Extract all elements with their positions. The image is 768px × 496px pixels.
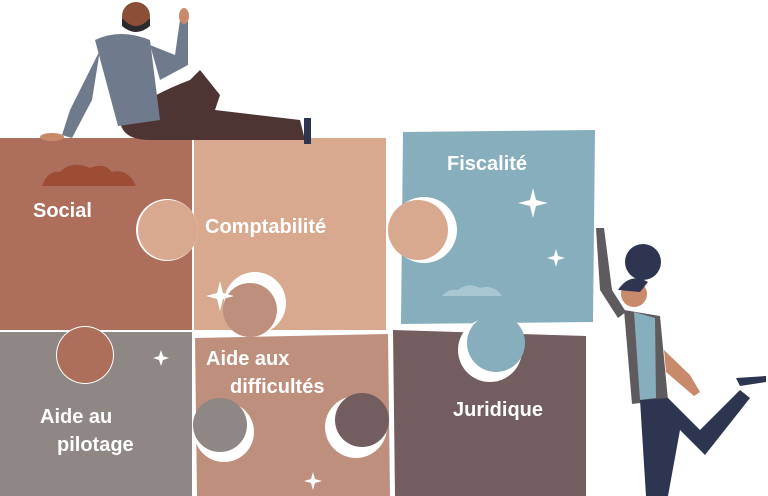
label-comptabilite: Comptabilité <box>205 216 327 238</box>
label-social: Social <box>33 200 92 222</box>
sparkle-icons <box>153 188 565 490</box>
label-juridique: Juridique <box>453 399 544 421</box>
label-fiscalite: Fiscalité <box>447 153 528 175</box>
piece-fiscalite[interactable] <box>401 130 595 324</box>
label-aide-pilotage-line2: pilotage <box>57 434 134 456</box>
label-aide-difficultes-line2: difficultés <box>230 376 325 398</box>
cloud-icon <box>42 164 136 186</box>
standing-person-illustration <box>596 228 766 496</box>
label-aide-difficultes-line1: Aide aux <box>206 348 290 370</box>
piece-aide-difficultes[interactable] <box>195 334 390 496</box>
sitting-person-illustration <box>40 2 311 144</box>
label-aide-pilotage-line1: Aide au <box>40 406 113 428</box>
cloud-icon <box>442 285 502 296</box>
piece-juridique[interactable] <box>393 330 586 496</box>
